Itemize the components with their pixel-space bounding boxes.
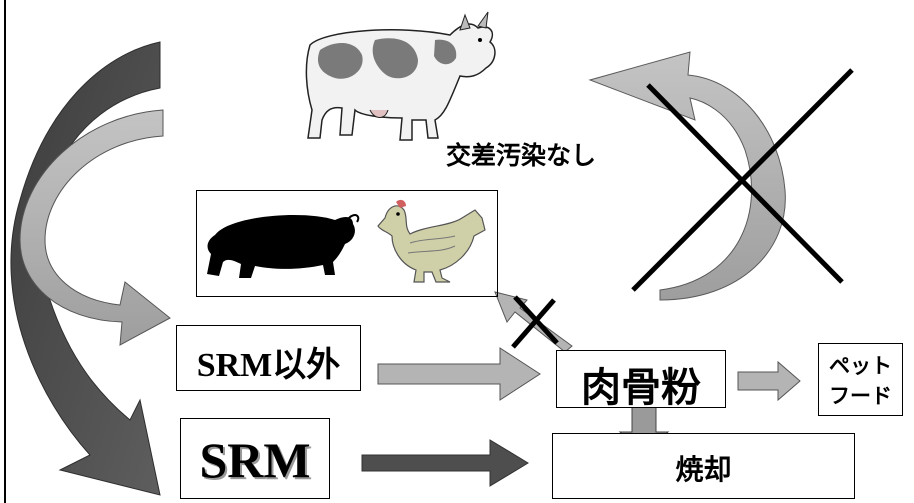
chicken-icon <box>377 199 486 283</box>
pig-chicken-box <box>196 190 498 297</box>
curved-arrow-to-srm-other <box>19 109 171 346</box>
srm-box: SRM <box>180 418 330 499</box>
pet-food-label-line1: ペット <box>829 354 892 378</box>
srm-other-label: SRM以外 <box>196 347 341 384</box>
srm-other-box: SRM以外 <box>176 325 361 391</box>
no-cross-contamination-label: 交差汚染なし <box>446 141 597 170</box>
meat-bone-meal-box: 肉骨粉 <box>556 350 726 411</box>
pet-food-label-line2: フード <box>829 384 892 408</box>
arrow-srm-other-to-mbm <box>377 347 541 401</box>
cross-mark-icon <box>631 68 854 292</box>
pet-food-box: ペット フード <box>818 343 903 416</box>
incineration-box: 焼却 <box>552 433 855 499</box>
cow-icon <box>305 11 496 141</box>
incineration-label: 焼却 <box>675 453 732 486</box>
arrow-srm-to-incineration <box>361 439 529 487</box>
curved-arrow-return-to-cattle <box>588 51 786 301</box>
cross-mark-small-icon <box>511 295 559 349</box>
arrow-mbm-to-petfood <box>737 360 801 402</box>
srm-label: SRM <box>199 432 311 488</box>
pig-icon <box>207 214 360 278</box>
meat-bone-meal-label: 肉骨粉 <box>581 365 701 411</box>
